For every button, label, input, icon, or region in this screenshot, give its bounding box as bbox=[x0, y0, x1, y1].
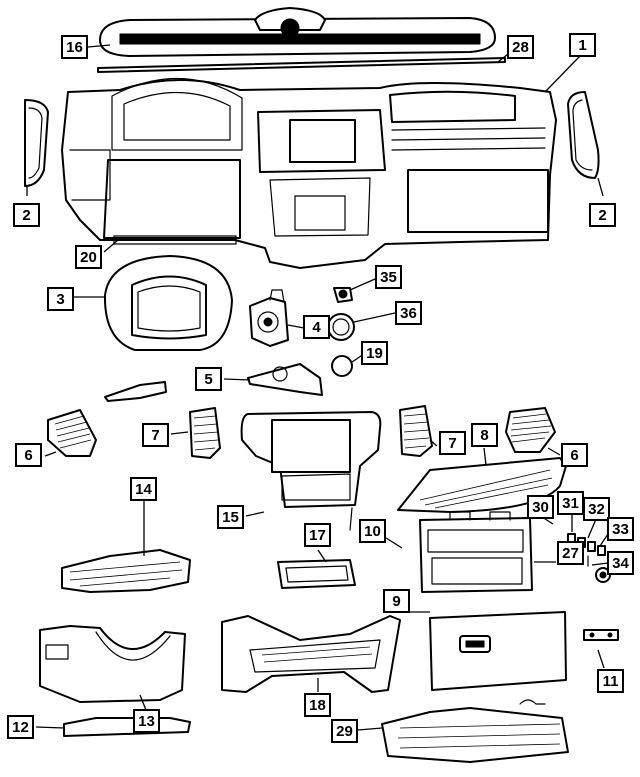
part-windshield-seal bbox=[97, 57, 506, 73]
callout-29: 29 bbox=[331, 719, 358, 743]
svg-text:20: 20 bbox=[80, 249, 97, 266]
part-latch-striker bbox=[583, 629, 619, 641]
callout-19: 19 bbox=[361, 341, 388, 365]
callout-8: 8 bbox=[471, 423, 498, 447]
part-cluster-bezel bbox=[103, 255, 233, 351]
part-disc-cap bbox=[331, 355, 353, 377]
svg-text:36: 36 bbox=[400, 305, 417, 322]
svg-text:35: 35 bbox=[380, 269, 397, 286]
part-side-vent-bezel-right bbox=[567, 91, 600, 179]
part-storage-bin bbox=[277, 559, 356, 589]
callout-27: 27 bbox=[557, 541, 584, 565]
svg-text:14: 14 bbox=[135, 481, 152, 498]
part-glove-box-bin bbox=[381, 699, 569, 763]
part-ring-trim bbox=[327, 313, 355, 341]
callout-2-left: 2 bbox=[13, 203, 40, 227]
part-center-bezel bbox=[240, 411, 382, 531]
part-center-vent-left bbox=[189, 407, 221, 459]
part-side-vent-bezel-left bbox=[24, 99, 49, 187]
callout-12: 12 bbox=[7, 715, 34, 739]
callout-16: 16 bbox=[61, 35, 88, 59]
callout-17: 17 bbox=[304, 523, 331, 547]
callout-1: 1 bbox=[569, 33, 596, 57]
part-connector bbox=[333, 287, 353, 303]
callout-35: 35 bbox=[375, 265, 402, 289]
callout-13: 13 bbox=[133, 709, 160, 733]
part-column-trim bbox=[104, 363, 323, 402]
callout-31: 31 bbox=[557, 491, 584, 515]
part-cluster-trim bbox=[113, 235, 237, 245]
svg-text:30: 30 bbox=[532, 499, 549, 516]
callout-28: 28 bbox=[507, 35, 534, 59]
svg-text:3: 3 bbox=[56, 291, 64, 308]
svg-text:16: 16 bbox=[66, 39, 83, 56]
svg-text:6: 6 bbox=[570, 447, 578, 464]
part-outlet-vent-right bbox=[505, 407, 556, 453]
callout-7-left: 7 bbox=[142, 423, 169, 447]
part-lower-center-bezel bbox=[221, 615, 401, 693]
leader-lines bbox=[26, 44, 609, 731]
svg-text:32: 32 bbox=[588, 501, 605, 518]
part-knee-bolster-bracket bbox=[61, 549, 191, 593]
part-switch-set bbox=[567, 533, 611, 583]
svg-text:18: 18 bbox=[309, 697, 326, 714]
svg-text:19: 19 bbox=[366, 345, 383, 362]
callout-15: 15 bbox=[217, 505, 244, 529]
part-glove-box-door bbox=[429, 611, 567, 691]
part-defroster-grille bbox=[99, 7, 496, 57]
callout-7-right: 7 bbox=[439, 431, 466, 455]
svg-text:27: 27 bbox=[562, 545, 579, 562]
svg-text:10: 10 bbox=[364, 523, 381, 540]
callout-9: 9 bbox=[383, 589, 410, 613]
svg-text:11: 11 bbox=[603, 673, 619, 690]
part-outlet-vent-left bbox=[47, 409, 97, 457]
svg-text:7: 7 bbox=[151, 427, 159, 444]
svg-text:29: 29 bbox=[336, 723, 353, 740]
callout-30: 30 bbox=[527, 495, 554, 519]
svg-text:33: 33 bbox=[612, 521, 629, 538]
svg-text:31: 31 bbox=[562, 495, 579, 512]
svg-text:1: 1 bbox=[578, 37, 586, 54]
callout-33: 33 bbox=[607, 517, 634, 541]
callout-3: 3 bbox=[47, 287, 74, 311]
svg-text:2: 2 bbox=[22, 207, 30, 224]
callout-5: 5 bbox=[195, 367, 222, 391]
svg-text:8: 8 bbox=[480, 427, 488, 444]
part-knee-panel bbox=[39, 625, 186, 703]
svg-text:17: 17 bbox=[309, 527, 326, 544]
callout-14: 14 bbox=[130, 477, 157, 501]
svg-text:34: 34 bbox=[612, 555, 629, 572]
svg-text:2: 2 bbox=[598, 207, 606, 224]
callout-36: 36 bbox=[395, 301, 422, 325]
callout-18: 18 bbox=[304, 693, 331, 717]
callout-34: 34 bbox=[607, 551, 634, 575]
callout-6-right: 6 bbox=[561, 443, 588, 467]
part-reinforcement-bar bbox=[63, 717, 191, 737]
callout-32: 32 bbox=[583, 497, 610, 521]
svg-text:28: 28 bbox=[512, 39, 529, 56]
part-center-vent-right bbox=[399, 405, 433, 457]
part-ignition-switch bbox=[249, 289, 289, 347]
svg-text:6: 6 bbox=[24, 447, 32, 464]
callout-20: 20 bbox=[75, 245, 102, 269]
svg-text:9: 9 bbox=[392, 593, 400, 610]
svg-text:12: 12 bbox=[12, 719, 29, 736]
callout-6-left: 6 bbox=[15, 443, 42, 467]
callout-10: 10 bbox=[359, 519, 386, 543]
svg-text:7: 7 bbox=[448, 435, 456, 452]
part-control-module bbox=[419, 511, 533, 593]
svg-text:15: 15 bbox=[222, 509, 239, 526]
svg-text:13: 13 bbox=[138, 713, 155, 730]
callout-4: 4 bbox=[303, 315, 330, 339]
svg-text:4: 4 bbox=[312, 319, 321, 336]
callout-11: 11 bbox=[597, 669, 624, 693]
svg-text:5: 5 bbox=[204, 371, 212, 388]
callout-2-right: 2 bbox=[589, 203, 616, 227]
part-instrument-panel-base bbox=[61, 77, 557, 269]
